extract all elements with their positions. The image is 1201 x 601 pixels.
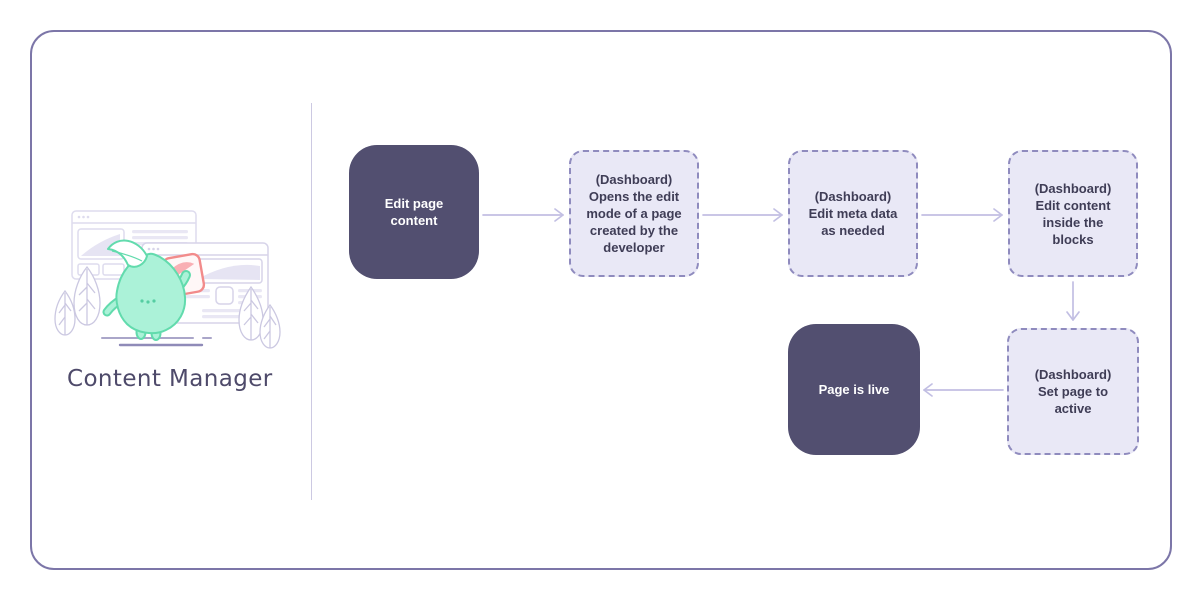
flow-node-live: Page is live xyxy=(788,324,920,455)
flow-node-open-edit: (Dashboard) Opens the edit mode of a pag… xyxy=(569,150,699,277)
tree-right-icon xyxy=(238,285,281,349)
flow-node-blocks: (Dashboard) Edit content inside the bloc… xyxy=(1008,150,1138,277)
flow-node-activate: (Dashboard) Set page to active xyxy=(1007,328,1139,455)
tree-left-icon xyxy=(54,265,101,336)
page-title: Content Manager xyxy=(67,366,273,392)
mascot-icon xyxy=(102,239,191,341)
flow-node-start: Edit page content xyxy=(349,145,479,279)
ground-lines xyxy=(101,337,212,347)
vertical-divider xyxy=(311,103,312,500)
flow-node-meta-data: (Dashboard) Edit meta data as needed xyxy=(788,150,918,277)
content-manager-illustration xyxy=(54,210,281,349)
